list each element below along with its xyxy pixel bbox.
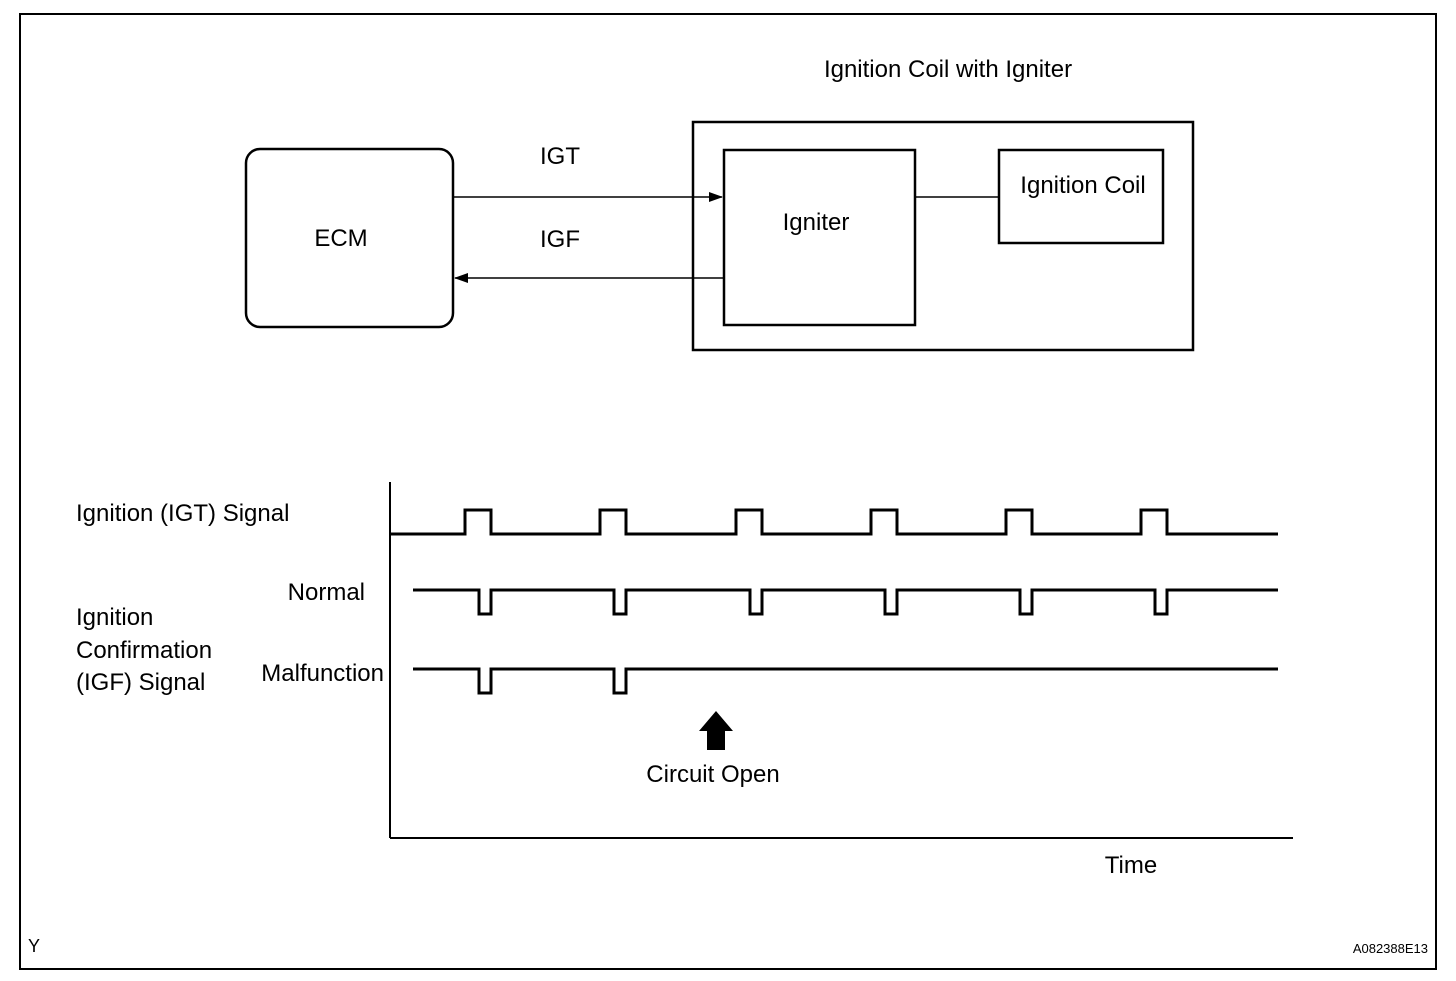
igf-label: IGF (540, 226, 580, 253)
ignition-coil-label: Ignition Coil (1020, 172, 1145, 199)
igt-waveform (390, 508, 1278, 536)
igf-signal-label-line-2: Confirmation (76, 637, 212, 664)
outer-frame (19, 13, 1437, 970)
malfunction-label: Malfunction (261, 660, 384, 687)
igf-signal-label-line-3: (IGF) Signal (76, 669, 205, 696)
igf-normal-waveform (413, 588, 1278, 616)
ecm-label: ECM (314, 225, 367, 252)
igt-label: IGT (540, 143, 580, 170)
igniter-box (722, 148, 917, 327)
igf-signal-label-line-1: Ignition (76, 604, 153, 631)
igf-malfunction-waveform (413, 667, 1278, 695)
ecm-box (244, 147, 455, 329)
figure-code: A082388E13 (1353, 941, 1428, 956)
igt-signal-label: Ignition (IGT) Signal (76, 500, 289, 527)
corner-letter: Y (28, 936, 40, 956)
assembly-box (691, 120, 1195, 352)
circuit-open-arrow-icon (699, 711, 733, 750)
circuit-open-label: Circuit Open (646, 761, 779, 788)
assembly-title: Ignition Coil with Igniter (824, 56, 1072, 83)
igniter-label: Igniter (783, 209, 850, 236)
time-axis-label: Time (1105, 852, 1157, 879)
normal-label: Normal (288, 579, 365, 606)
